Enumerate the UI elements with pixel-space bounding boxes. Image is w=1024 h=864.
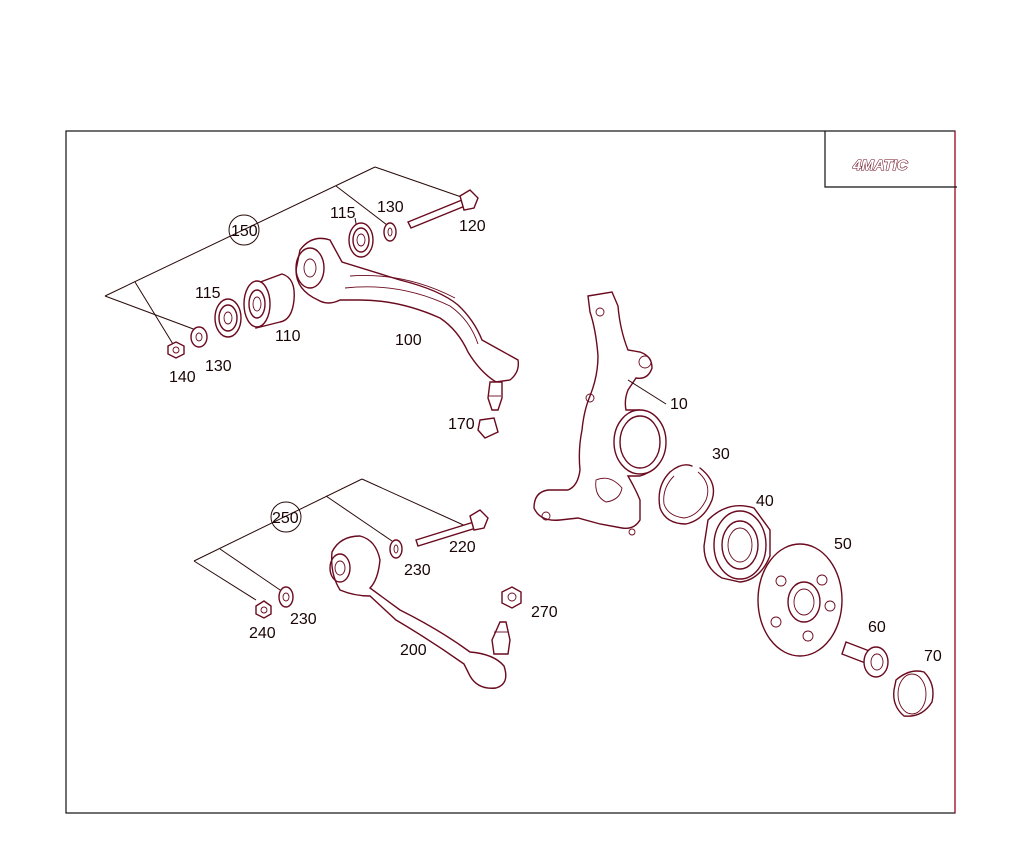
callout-230-upper: 230 <box>404 562 431 579</box>
diagram-frame <box>65 130 956 814</box>
callout-270: 270 <box>531 604 558 621</box>
callout-40: 40 <box>756 493 774 510</box>
callout-10: 10 <box>670 396 688 413</box>
callout-circle-250 <box>270 501 302 533</box>
callout-130-left: 130 <box>205 358 232 375</box>
part-50-hub-flange[interactable] <box>757 543 843 657</box>
part-240-nut[interactable] <box>255 600 272 619</box>
part-40-wheel-bearing[interactable] <box>703 505 771 583</box>
part-130-washer-top[interactable] <box>383 222 397 242</box>
part-60-hub-bolt[interactable] <box>841 641 889 678</box>
callout-170: 170 <box>448 416 475 433</box>
part-70-dust-cap[interactable] <box>893 670 934 717</box>
part-140-nut[interactable] <box>167 341 185 359</box>
callout-150: 150 <box>231 223 258 240</box>
callout-220: 220 <box>449 539 476 556</box>
part-220-bolt[interactable] <box>415 509 489 547</box>
part-10-steering-knuckle[interactable] <box>533 291 667 536</box>
callout-70: 70 <box>924 648 942 665</box>
callout-110: 110 <box>275 328 301 345</box>
callout-130-top: 130 <box>377 199 404 216</box>
callout-240: 240 <box>249 625 276 642</box>
callout-140: 140 <box>169 369 196 386</box>
part-230-washer-upper[interactable] <box>389 539 403 559</box>
leader-group-250 <box>193 478 471 601</box>
part-130-washer-left[interactable] <box>190 326 208 348</box>
callout-230-lower: 230 <box>290 611 317 628</box>
part-270-nut[interactable] <box>501 586 522 609</box>
part-30-circlip[interactable] <box>658 464 715 525</box>
callout-115-top: 115 <box>330 205 356 222</box>
callout-circle-150 <box>228 214 260 246</box>
part-230-washer-lower[interactable] <box>278 586 294 608</box>
part-115-bushing-left[interactable] <box>214 298 242 338</box>
part-100-control-arm[interactable] <box>295 237 520 411</box>
callout-100: 100 <box>395 332 422 349</box>
callout-250: 250 <box>272 510 299 527</box>
part-200-lower-arm[interactable] <box>329 535 511 689</box>
leader-group-150 <box>104 166 471 350</box>
callout-50: 50 <box>834 536 852 553</box>
part-120-bolt[interactable] <box>407 189 479 229</box>
badge-box: 4MATIC <box>824 131 957 188</box>
badge-text: 4MATIC <box>852 157 909 174</box>
part-110-bushing[interactable] <box>243 273 295 329</box>
callout-115-left: 115 <box>195 285 221 302</box>
callout-60: 60 <box>868 619 886 636</box>
part-170-nut[interactable] <box>477 417 499 439</box>
part-115-bushing-top[interactable] <box>348 222 374 258</box>
callout-200: 200 <box>400 642 427 659</box>
callout-30: 30 <box>712 446 730 463</box>
callout-120: 120 <box>459 218 486 235</box>
leader-10 <box>627 379 667 405</box>
